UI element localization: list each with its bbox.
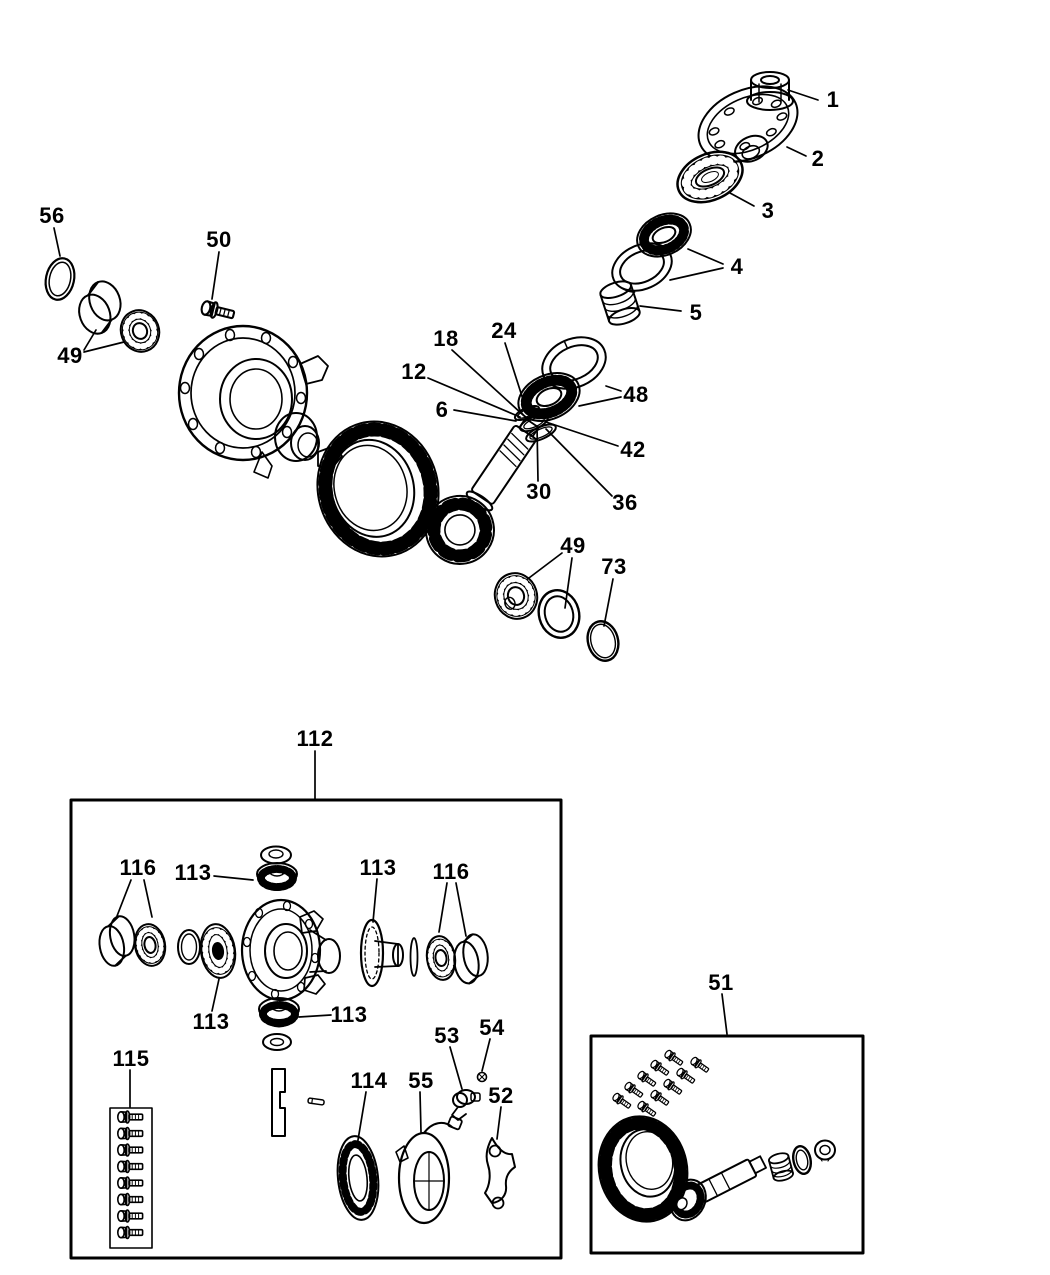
callout-1: 1: [826, 87, 840, 112]
callout-55: 55: [408, 1068, 434, 1093]
callout-49-lower: 49: [560, 533, 586, 558]
drive-pinion: [424, 417, 540, 565]
sensor-bracket-52: [484, 1137, 516, 1210]
callout-6: 6: [435, 397, 449, 422]
ring-gear: [316, 420, 440, 558]
bearing-ring-lower: [537, 589, 581, 639]
lock-pin-112: [307, 1097, 325, 1106]
nut-51: [814, 1139, 836, 1162]
callout-116-right: 116: [432, 859, 470, 884]
bolt-set-51: [610, 1048, 711, 1120]
differential-case-112: [240, 898, 341, 1002]
callout-49-upper: 49: [57, 343, 83, 368]
callout-113-bottom-right: 113: [330, 1002, 368, 1027]
companion-flange: [697, 85, 799, 163]
callout-24: 24: [491, 318, 517, 343]
callout-36: 36: [612, 490, 638, 515]
callout-2: 2: [811, 146, 825, 171]
outer-pinion-bearing-cone: [636, 212, 692, 258]
side-bearing-cup-right-116: [453, 933, 489, 985]
side-bearing-cone-upper: [119, 309, 161, 353]
pinion-mate-gear-top-113: [256, 862, 298, 891]
callout-54: 54: [479, 1015, 505, 1040]
side-bearing-cup-left-116: [98, 915, 136, 967]
callout-56: 56: [39, 203, 65, 228]
collapsible-spacer: [599, 280, 641, 326]
inset-box-112: [69, 798, 563, 1260]
callout-52: 52: [488, 1083, 514, 1108]
callout-115: 115: [112, 1046, 150, 1071]
pinion-seal: [676, 150, 744, 204]
callout-53: 53: [434, 1023, 460, 1048]
callout-48: 48: [623, 382, 649, 407]
sensor-ring-55: [395, 1115, 463, 1225]
callout-116-left: 116: [119, 855, 157, 880]
callout-112: 112: [296, 726, 334, 751]
thrust-washer-left: [177, 929, 201, 965]
thrust-washer-top: [260, 845, 292, 865]
side-gear-left-113: [199, 923, 237, 979]
pinion-shaft-112: [271, 1068, 286, 1137]
side-bearing-cup-upper: [78, 280, 122, 335]
speed-sensor-53: [451, 1089, 481, 1121]
bolt-set-115: [109, 1107, 153, 1249]
inset-box-51: [589, 1034, 865, 1255]
callout-12: 12: [401, 359, 427, 384]
o-ring-73: [586, 620, 620, 662]
pinion-mate-gear-bottom-113: [258, 997, 300, 1028]
callout-42: 42: [620, 437, 646, 462]
flange-bolt-50: [198, 298, 237, 324]
callout-18: 18: [433, 326, 459, 351]
output-flange-112: [359, 918, 404, 988]
callout-3: 3: [761, 198, 775, 223]
callout-5: 5: [689, 300, 703, 325]
sensor-screw-54: [476, 1071, 488, 1083]
callout-30: 30: [526, 479, 552, 504]
callout-4: 4: [730, 254, 744, 279]
leader-lines: [53, 89, 819, 1147]
side-bearing-cone-left-116: [133, 923, 167, 967]
shim-51: [791, 1144, 813, 1176]
callout-114: 114: [350, 1068, 388, 1093]
tone-ring-114: [336, 1135, 380, 1221]
callout-51: 51: [708, 970, 734, 995]
axle-bearing-cone-lower: [493, 572, 539, 620]
differential-case: [177, 324, 343, 479]
spacer-51: [768, 1152, 794, 1182]
callout-50: 50: [206, 227, 232, 252]
callout-73: 73: [601, 554, 627, 579]
pinion-gear-51: [669, 1155, 767, 1222]
side-bearing-cone-right-116: [425, 935, 457, 981]
thrust-washer-bottom: [262, 1033, 292, 1051]
snap-ring-112: [409, 937, 419, 977]
o-ring-56: [44, 257, 76, 301]
pinion-shim-stack: [513, 405, 557, 443]
callout-113-bottom-left: 113: [192, 1009, 230, 1034]
ring-gear-51: [597, 1115, 689, 1223]
callout-113-top-right: 113: [359, 855, 397, 880]
callout-113-top-left: 113: [174, 860, 212, 885]
